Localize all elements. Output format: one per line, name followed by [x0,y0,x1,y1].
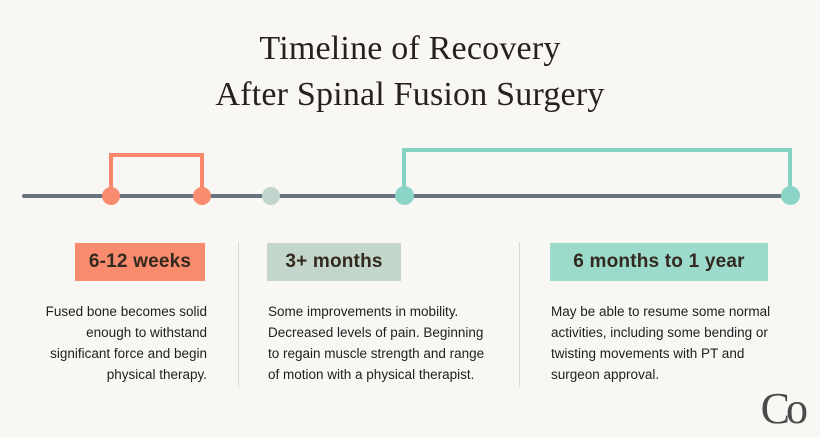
section-description-6-months-to-1-year: May be able to resume some normal activi… [551,304,771,382]
section-description-3-plus-months: Some improvements in mobility. Decreased… [268,304,485,382]
page-title-line-2: After Spinal Fusion Surgery [215,76,605,113]
bracket-6-months-to-1-year [402,148,792,192]
section-label-6-months-to-1-year: 6 months to 1 year [550,243,768,281]
section-divider-2 [519,242,520,387]
milestone-dot-12-weeks [193,187,211,205]
section-description-6-12-weeks: Fused bone becomes solid enough to withs… [45,304,207,382]
bracket-6-12-weeks [109,153,204,193]
section-label-3-plus-months: 3+ months [267,243,401,281]
milestone-dot-6-weeks [102,187,120,205]
milestone-dot-6-months [395,186,414,205]
brand-logo: Co [760,384,808,433]
page-title-line-1: Timeline of Recovery [259,30,561,67]
page-title: Timeline of Recovery After Spinal Fusion… [0,26,820,118]
milestone-dot-1-year [781,186,800,205]
section-divider-1 [238,242,239,387]
milestone-dot-3-months [262,187,280,205]
section-label-6-12-weeks: 6-12 weeks [75,243,205,281]
